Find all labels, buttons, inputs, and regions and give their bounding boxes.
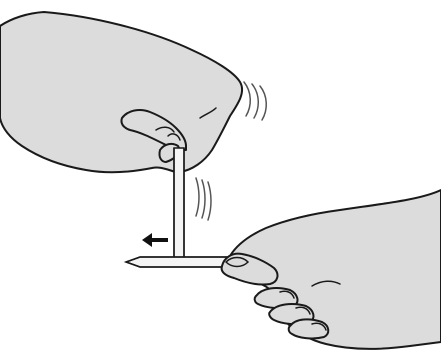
vibration-lines-icon (196, 178, 211, 220)
lower-hand-finger-3 (289, 319, 329, 338)
vertical-stick (174, 148, 184, 260)
upper-hand (0, 12, 242, 172)
left-arrow-icon (142, 233, 168, 247)
lower-hand (222, 190, 441, 349)
upper-hand-arm (0, 12, 242, 172)
motion-lines-icon (244, 82, 266, 120)
